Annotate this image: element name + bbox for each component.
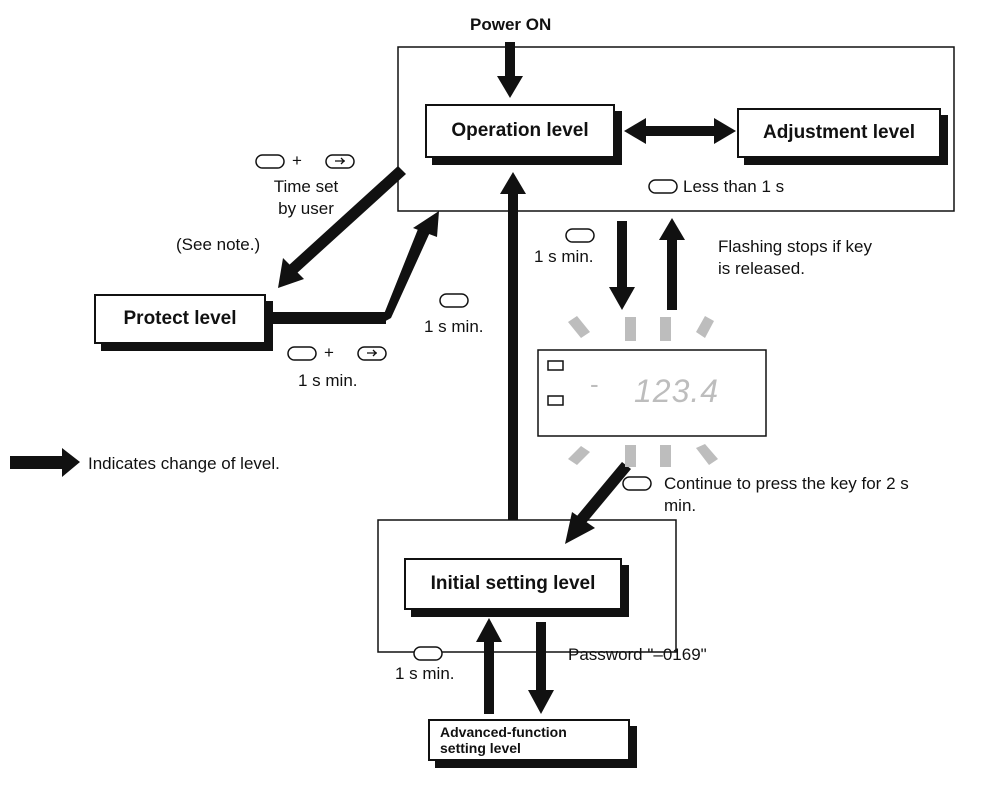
- mode-key-icon: [439, 293, 469, 308]
- operation-adjustment-arrow: [624, 118, 736, 144]
- from-display-arrow: [659, 218, 685, 310]
- advanced-line-1: Advanced-function: [440, 724, 567, 740]
- one-s-min-label-advanced: 1 s min.: [395, 664, 455, 683]
- flashing-display-icon: [568, 316, 718, 467]
- one-s-min-label-protect: 1 s min.: [298, 371, 358, 390]
- advanced-function-level-box: Advanced-function setting level: [428, 719, 630, 761]
- continue-label-1: Continue to press the key for 2 s: [664, 474, 909, 493]
- to-display-arrow: [609, 221, 635, 310]
- display-indicator-2: [547, 395, 564, 406]
- see-note-label: (See note.): [176, 235, 261, 254]
- one-s-min-label-display: 1 s min.: [534, 247, 594, 266]
- mode-key-icon: [287, 346, 317, 361]
- plus-sign: +: [292, 151, 302, 170]
- mode-key-icon: [622, 476, 652, 491]
- legend-label: Indicates change of level.: [88, 454, 280, 473]
- operation-level-box: Operation level: [425, 104, 615, 158]
- mode-key-icon: [565, 228, 595, 243]
- initial-setting-level-box: Initial setting level: [404, 558, 622, 610]
- power-on-arrow: [497, 42, 523, 98]
- flashing-label-2: is released.: [718, 259, 805, 278]
- initial-to-operation-arrow: [500, 172, 526, 520]
- operation-to-protect-arrow: [278, 166, 406, 288]
- advanced-to-initial-arrow: [476, 618, 502, 714]
- operation-frame: [397, 46, 955, 212]
- password-label: Password "–0169": [568, 645, 707, 664]
- power-on-label: Power ON: [470, 15, 552, 34]
- continue-label-2: min.: [664, 496, 697, 515]
- display-value: 123.4: [634, 373, 720, 409]
- plus-sign-2: +: [324, 343, 334, 362]
- flashing-label-1: Flashing stops if key: [718, 237, 873, 256]
- advanced-line-2: setting level: [440, 740, 521, 756]
- mode-key-icon: [255, 154, 285, 169]
- initial-frame: [377, 519, 677, 653]
- display-frame: [537, 349, 767, 437]
- initial-to-advanced-arrow: [528, 622, 554, 714]
- less-than-1s-label: Less than 1 s: [683, 177, 785, 196]
- level-change-arrow-icon: [10, 448, 80, 477]
- protect-to-operation-arrow: [268, 211, 439, 324]
- display-sign: -: [590, 369, 599, 399]
- protect-level-box: Protect level: [94, 294, 266, 344]
- time-set-label-2: by user: [278, 199, 334, 218]
- display-to-initial-arrow: [565, 462, 631, 544]
- display-indicator-1: [547, 360, 564, 371]
- time-set-label-1: Time set: [273, 177, 339, 196]
- adjustment-level-box: Adjustment level: [737, 108, 941, 158]
- mode-key-icon: [648, 179, 678, 194]
- one-s-min-label-return: 1 s min.: [424, 317, 484, 336]
- mode-key-icon: [413, 646, 443, 661]
